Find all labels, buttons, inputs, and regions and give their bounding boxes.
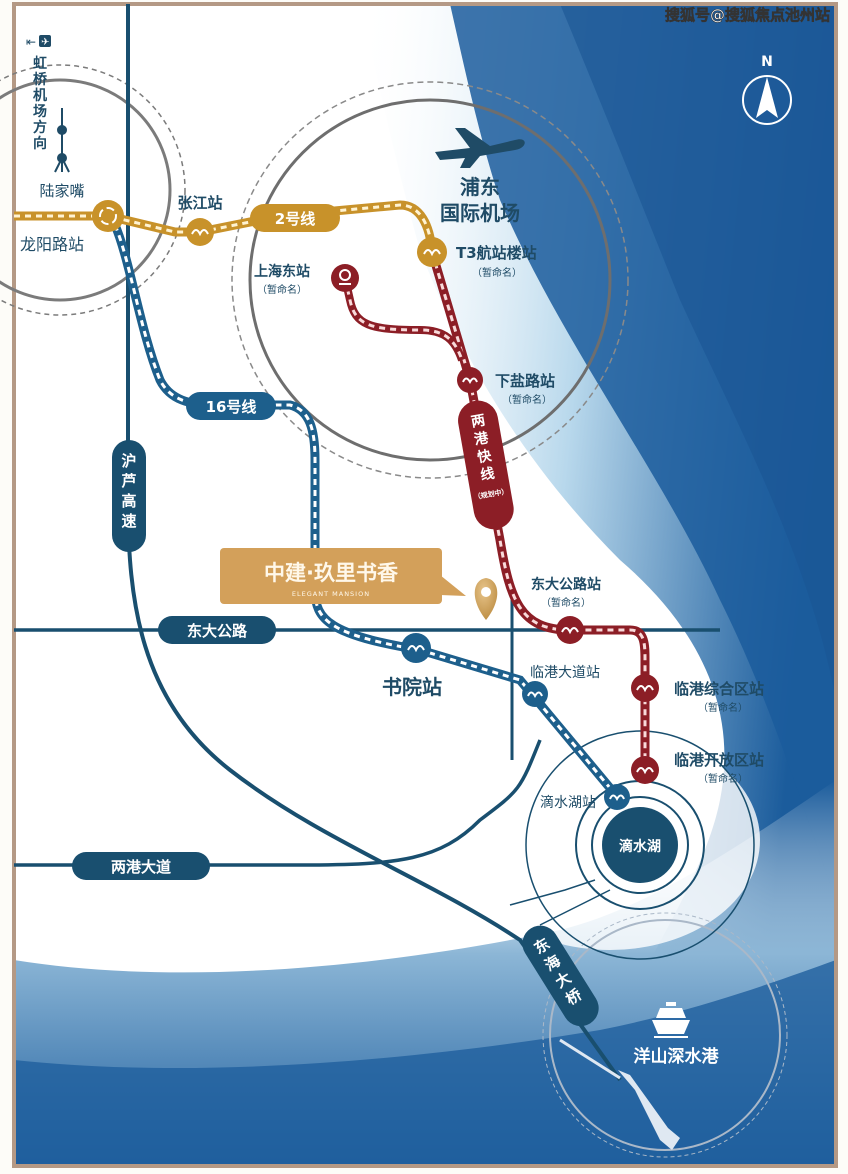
project-callout[interactable] [220, 548, 466, 604]
airplane-icon [435, 128, 525, 168]
station-dishui-lake-label: 滴水湖站 [540, 794, 596, 811]
station-xiayan-note: （暂命名） [502, 393, 552, 406]
svg-text:机: 机 [33, 87, 47, 104]
compass-north-label: N [761, 54, 773, 70]
station-lingang-zonghe-note: （暂命名） [698, 701, 748, 714]
map-frame [12, 2, 838, 1168]
ship-icon [652, 1002, 690, 1038]
compass-icon [742, 75, 792, 125]
watermark: 搜狐号@搜狐焦点池州站 [665, 6, 830, 24]
station-lingang-kaifang-label: 临港开放区站 [674, 751, 764, 769]
svg-text:线: 线 [479, 465, 496, 484]
line16-label: 16号线 [206, 398, 257, 416]
station-shanghai-east-label: 上海东站 [254, 263, 310, 280]
station-lingang-zonghe-icon[interactable] [631, 674, 659, 702]
express-line-badge [458, 400, 514, 530]
station-lingang-kaifang-note: （暂命名） [698, 772, 748, 785]
station-t3-note: （暂命名） [472, 266, 522, 279]
line16-badge [186, 392, 276, 420]
station-xiayan-icon[interactable] [457, 367, 483, 393]
svg-text:桥: 桥 [33, 71, 48, 88]
svg-text:高: 高 [121, 492, 136, 510]
station-dishui-lake-icon[interactable] [604, 784, 630, 810]
svg-text:方: 方 [33, 119, 47, 136]
svg-text:港: 港 [473, 429, 491, 448]
lujiazui-label: 陆家嘴 [39, 182, 84, 200]
pudong-airport-label-2: 国际机场 [440, 201, 520, 225]
port-radius-ring [549, 919, 781, 1151]
oriental-pearl-tower-icon [54, 108, 70, 173]
lianggang-avenue-line [14, 739, 542, 867]
dongda-road-badge [158, 616, 276, 644]
hulu-expressway-badge [112, 440, 146, 552]
svg-text:两: 两 [470, 412, 487, 430]
svg-text:芦: 芦 [121, 472, 136, 490]
hongqiao-airport-icon: ⇤ ✈ [26, 35, 51, 49]
dongda-road-label: 东大公路 [187, 622, 248, 640]
svg-text:快: 快 [476, 447, 494, 466]
station-zhangjiang-icon[interactable] [186, 218, 214, 246]
station-zhangjiang-label: 张江站 [177, 194, 222, 212]
donghai-bridge-badge [522, 925, 599, 1027]
station-longyang-label: 龙阳路站 [20, 235, 84, 254]
station-t3-label: T3航站楼站 [456, 244, 537, 262]
station-dongda-icon[interactable] [556, 616, 584, 644]
project-subtitle: ELEGANT MANSION [292, 590, 370, 598]
station-xiayan-label: 下盐路站 [495, 372, 555, 390]
svg-text:✈: ✈ [41, 37, 49, 48]
airport-radius-ring [248, 98, 612, 462]
station-dongda-label: 东大公路站 [531, 576, 601, 593]
station-lingang-zonghe-label: 临港综合区站 [674, 680, 764, 698]
pudong-airport-label-1: 浦东 [460, 175, 500, 199]
svg-text:速: 速 [121, 512, 136, 530]
svg-text:向: 向 [33, 135, 47, 152]
station-longyang-icon[interactable] [92, 200, 124, 232]
line2-label: 2号线 [275, 210, 315, 228]
project-name: 中建·玖里书香 [264, 561, 399, 585]
lianggang-avenue-label: 两港大道 [111, 858, 171, 876]
dishui-lake-label: 滴水湖 [619, 838, 661, 855]
line2-badge [250, 204, 340, 232]
yangshan-island-shape [618, 1070, 680, 1150]
yangshan-port-label: 洋山深水港 [634, 1046, 720, 1067]
hulu-expressway-label: 沪 芦 高 速 [121, 452, 136, 530]
project-location-pin-icon[interactable] [474, 578, 498, 620]
lianggang-avenue-badge [72, 852, 210, 880]
station-shuyuan-icon[interactable] [401, 633, 431, 663]
station-dongda-note: （暂命名） [541, 596, 591, 609]
svg-text:虹: 虹 [33, 56, 47, 72]
station-lingang-avenue-icon[interactable] [522, 681, 548, 707]
svg-text:沪: 沪 [121, 452, 136, 470]
hongqiao-direction-label: 虹 桥 机 场 方 向 [33, 56, 48, 152]
dishui-lake-shape [602, 807, 678, 883]
svg-text:⇤: ⇤ [26, 35, 36, 49]
station-lingang-kaifang-icon[interactable] [631, 756, 659, 784]
station-lingang-avenue-label: 临港大道站 [530, 665, 600, 681]
station-shanghai-east-note: （暂命名） [257, 283, 307, 296]
svg-text:场: 场 [33, 104, 47, 120]
station-shanghai-east-icon[interactable] [331, 264, 359, 292]
station-shuyuan-label: 书院站 [382, 675, 442, 699]
station-t3-icon[interactable] [417, 237, 447, 267]
